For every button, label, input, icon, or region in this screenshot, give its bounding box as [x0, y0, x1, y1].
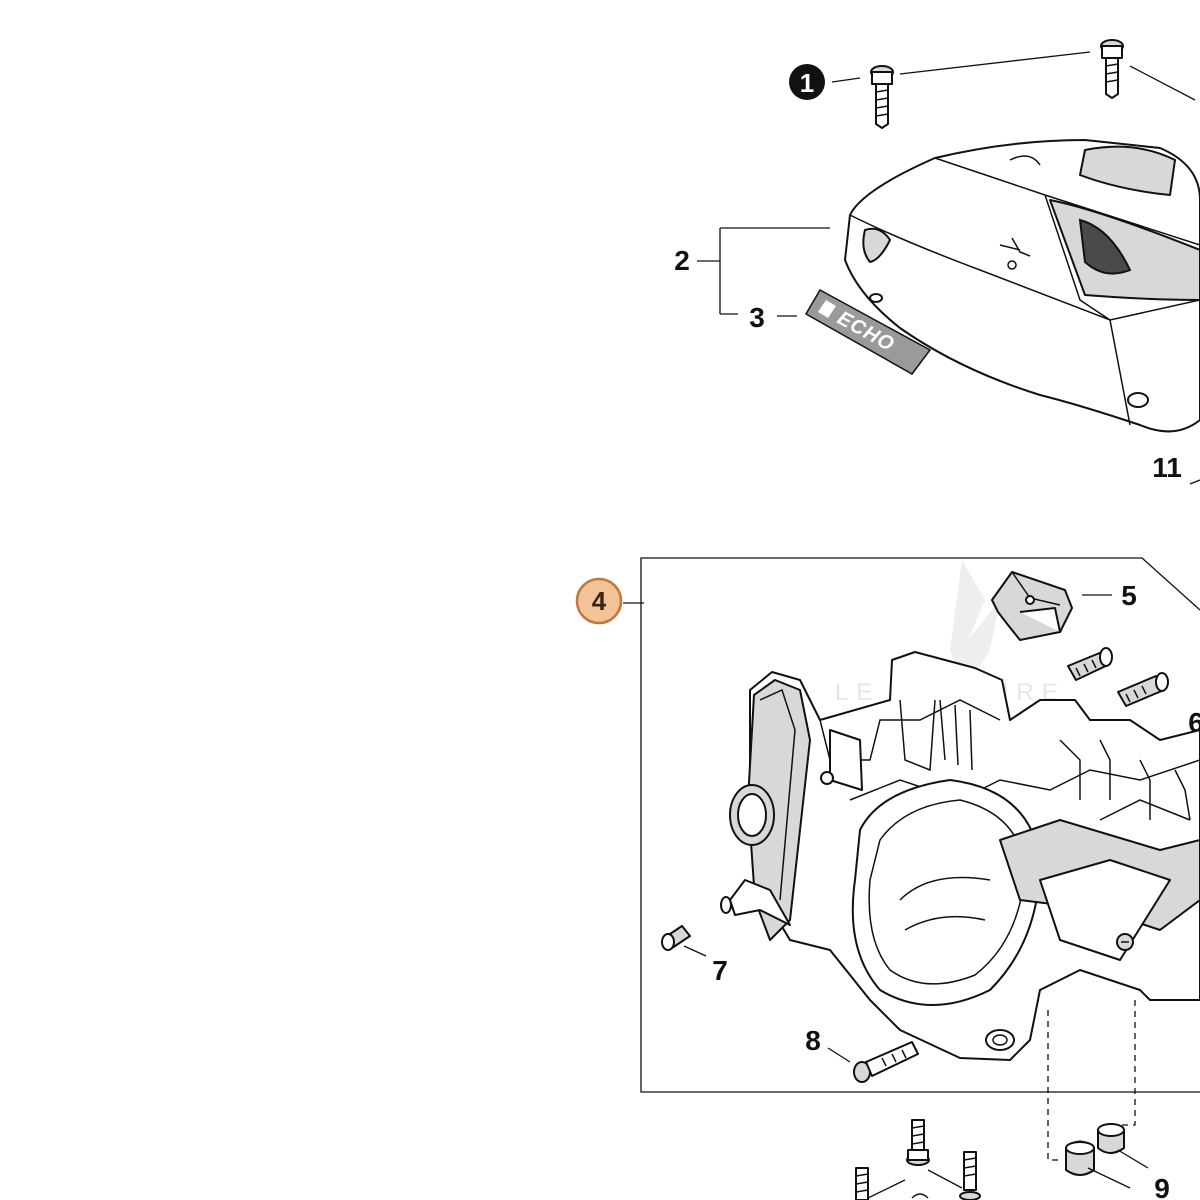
- leader-11: [1189, 479, 1200, 485]
- callout-9-number: 9: [1154, 1173, 1170, 1200]
- part-6-stud-a: [1067, 647, 1113, 681]
- callout-1-number: 1: [800, 68, 814, 98]
- callout-5[interactable]: 5: [1121, 580, 1137, 611]
- leader-screw-offpage: [1129, 65, 1196, 101]
- part-6-stud-b: [1117, 672, 1169, 707]
- part-9-damper-a: [1065, 1140, 1095, 1176]
- callout-5-number: 5: [1121, 580, 1137, 611]
- leader-9: [1087, 1149, 1149, 1189]
- callout-3[interactable]: 3: [749, 302, 765, 333]
- crankcase: [720, 651, 1200, 1061]
- screw-top-left: [870, 65, 894, 129]
- callout-11[interactable]: 11: [1152, 452, 1182, 483]
- part-8-bolt: [853, 1041, 919, 1083]
- top-cover: [844, 139, 1200, 433]
- callout-7-number: 7: [712, 955, 728, 986]
- callout-9[interactable]: 9: [1154, 1173, 1170, 1200]
- assembly-line-a: [1047, 1010, 1062, 1161]
- callout-2[interactable]: 2: [674, 245, 690, 276]
- callout-4-number: 4: [592, 586, 607, 616]
- bottom-screws: [855, 1119, 981, 1200]
- screw-top-right: [1100, 39, 1124, 99]
- part-9-damper-b: [1097, 1123, 1125, 1154]
- callout-8-number: 8: [805, 1025, 821, 1056]
- leader-screw-link: [899, 51, 1091, 75]
- callout-7[interactable]: 7: [712, 955, 728, 986]
- leader-1: [831, 77, 861, 83]
- callout-6[interactable]: 6: [1188, 707, 1200, 738]
- part-5-bracket: [991, 571, 1073, 641]
- callout-4[interactable]: 4: [575, 577, 623, 625]
- callout-6-number: 6: [1188, 707, 1200, 738]
- assembly-box-4: [640, 557, 1200, 1093]
- callout-11-number: 11: [1152, 452, 1182, 483]
- leader-7: [683, 945, 707, 957]
- part-7-plug: [661, 925, 691, 951]
- callout-3-number: 3: [749, 302, 765, 333]
- leader-8: [827, 1047, 851, 1063]
- leader-2-bracket: [697, 227, 830, 315]
- callout-8[interactable]: 8: [805, 1025, 821, 1056]
- callout-1[interactable]: 1: [789, 64, 825, 100]
- callout-2-number: 2: [674, 245, 690, 276]
- assembly-line-b: [1118, 1000, 1136, 1126]
